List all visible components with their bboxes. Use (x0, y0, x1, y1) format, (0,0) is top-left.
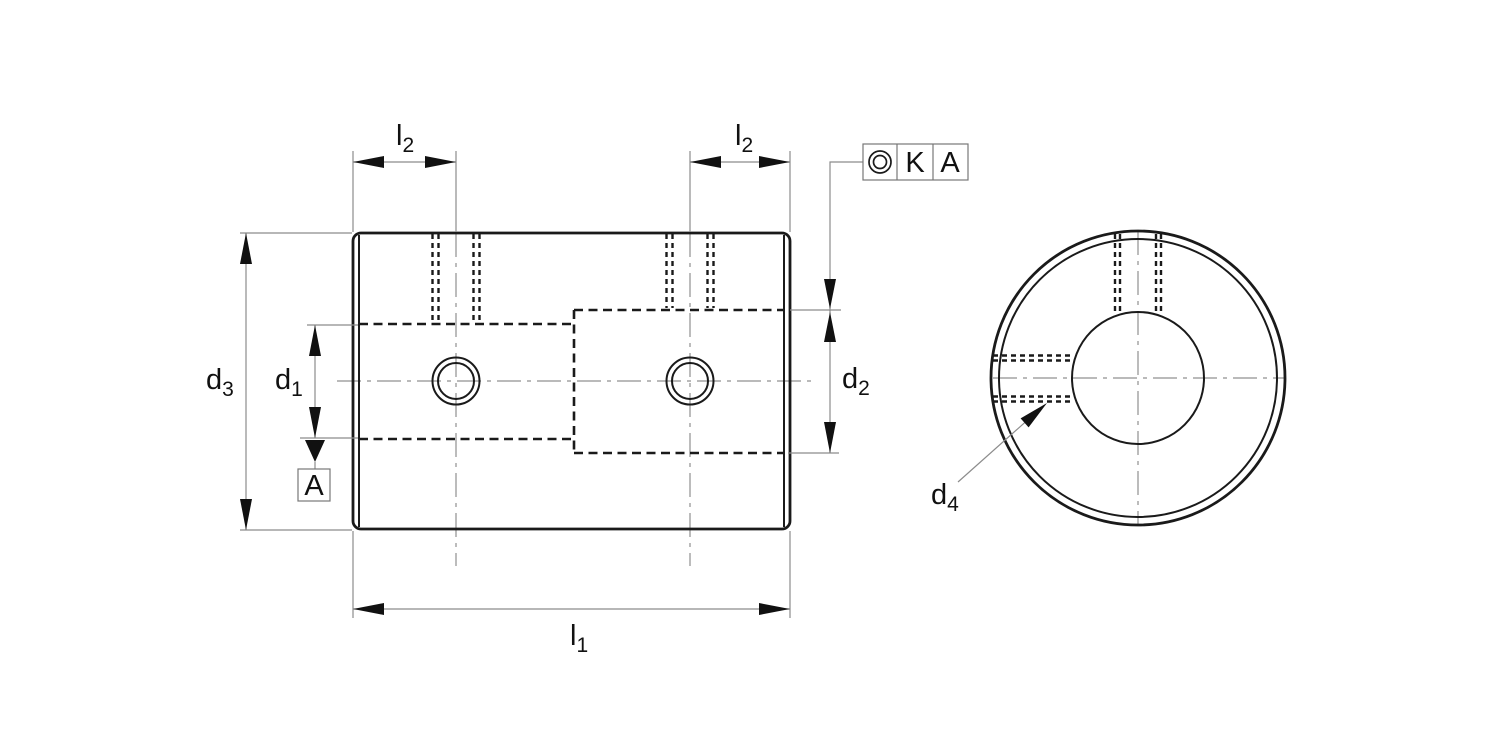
dimension-d3: d3 (206, 232, 352, 531)
arrowhead-left (353, 156, 384, 168)
chamfer-circle (998, 238, 1278, 518)
datum-box (297, 468, 331, 502)
setscrew-hole-left (431, 234, 481, 406)
thread-circle (665, 356, 715, 406)
setscrew-hole-side-hidden (993, 354, 1074, 403)
hole-circle (671, 362, 709, 400)
arrowhead-top (309, 325, 321, 356)
hole-circle (437, 362, 475, 400)
arrowhead-right (759, 603, 790, 615)
dimension-label-d4: d4 (931, 479, 959, 516)
fcf-datum-ref: A (940, 147, 960, 179)
concentricity-outer-circle (868, 150, 892, 174)
arrowhead-left (690, 156, 721, 168)
outer-diameter-circle (989, 229, 1287, 527)
datum-feature-a: A (297, 440, 331, 502)
dimension-label-l2: l2 (396, 120, 414, 157)
setscrew-hole-top-hidden (1113, 234, 1163, 311)
arrowhead-bottom (309, 407, 321, 438)
end-view-centerlines (993, 231, 1285, 526)
arrowhead-bottom (240, 499, 252, 530)
coupling-body (351, 231, 792, 531)
dimension-label-l2: l2 (735, 120, 753, 157)
dimension-label-d3: d3 (206, 364, 234, 401)
arrowhead-left (353, 603, 384, 615)
fcf-leader-arrowhead (824, 279, 836, 309)
fcf-leader-line (829, 161, 863, 311)
datum-triangle (305, 440, 325, 462)
bore-hidden-lines (359, 308, 785, 455)
dimension-l2-left: l2 (352, 120, 457, 232)
body-outline (351, 231, 792, 531)
dimension-l2-right: l2 (689, 120, 791, 232)
datum-letter: A (304, 470, 324, 502)
arrowhead-top (240, 233, 252, 264)
arrowhead-top (824, 312, 836, 342)
feature-control-frame: K A (824, 143, 969, 311)
fcf-tolerance: K (905, 147, 925, 179)
dimension-label-d2: d2 (842, 363, 870, 400)
dimension-label-d1: d1 (275, 364, 303, 401)
arrowhead-bottom (824, 422, 836, 453)
fcf-box (862, 143, 969, 181)
bore-circle (1071, 311, 1205, 445)
dimension-d4: d4 (931, 403, 1047, 516)
arrowhead-right (759, 156, 790, 168)
setscrew-hole-right (665, 234, 715, 406)
arrowhead-right (425, 156, 456, 168)
thread-circle (431, 356, 481, 406)
concentricity-icon (868, 150, 892, 174)
concentricity-inner-circle (872, 154, 888, 170)
dimension-label-l1: l1 (570, 620, 588, 657)
dimension-l1: l1 (352, 531, 791, 657)
end-view (989, 229, 1287, 527)
dimension-d1: d1 (275, 324, 358, 439)
dimension-d2: d2 (788, 309, 870, 454)
leader-arrowhead (1020, 403, 1047, 428)
side-view (337, 231, 812, 566)
